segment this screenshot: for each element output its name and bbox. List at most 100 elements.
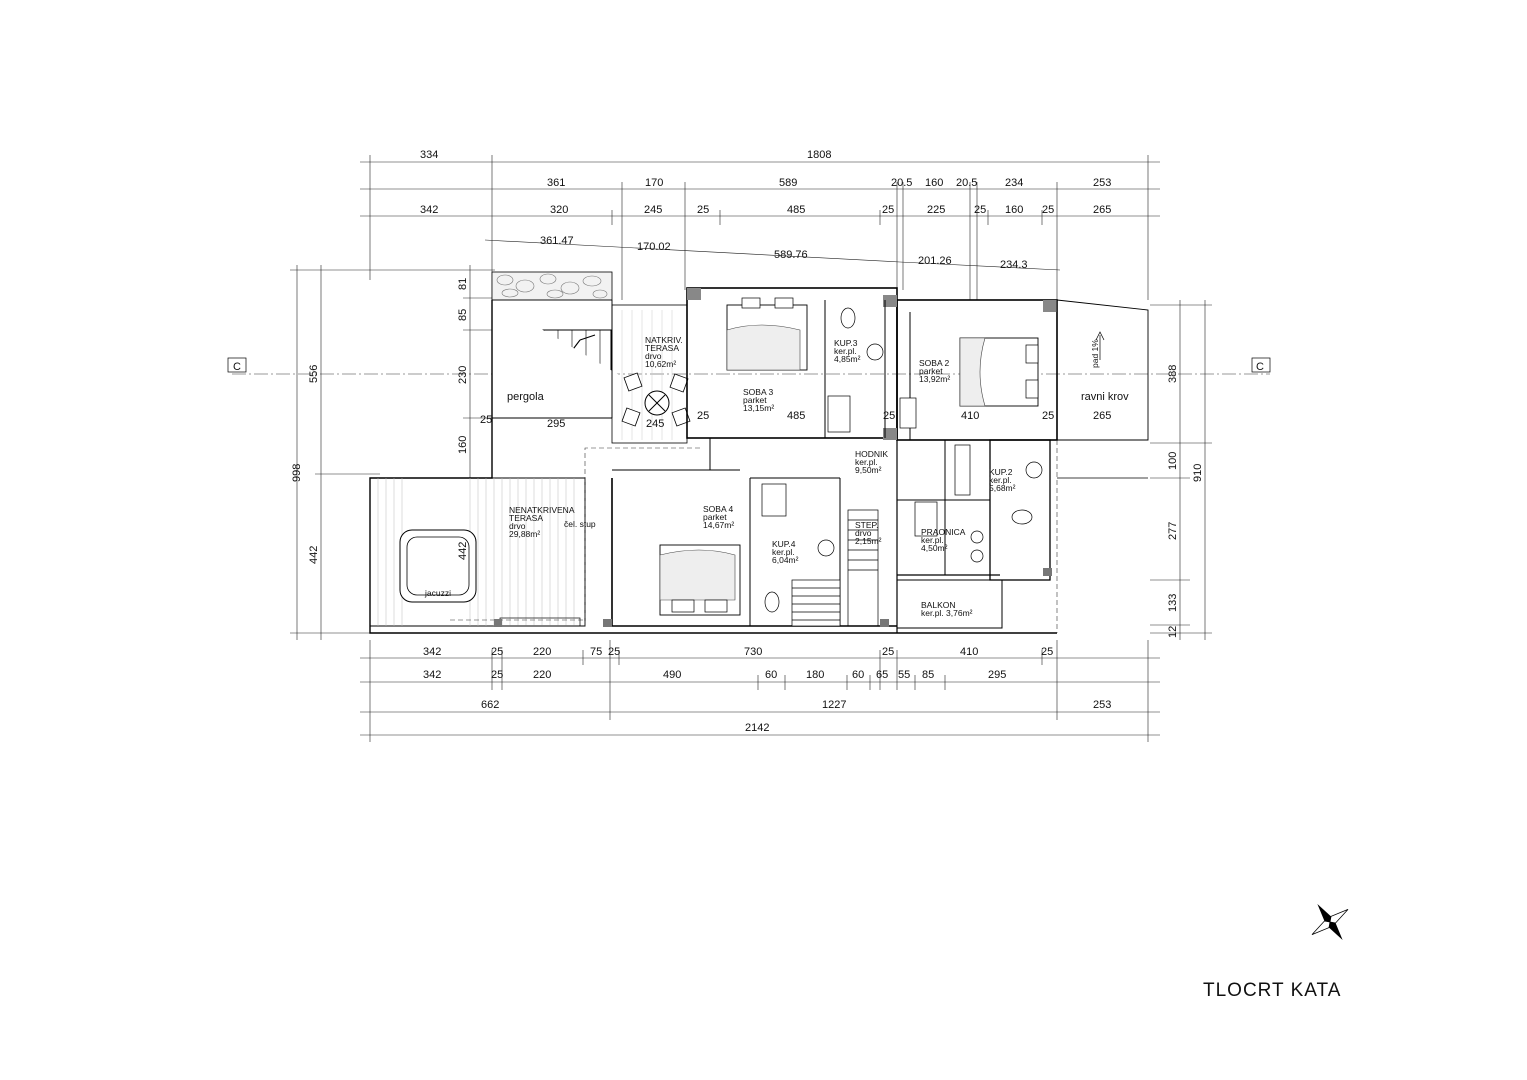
slope-arrow-icon: [1095, 331, 1105, 360]
dim-right-inner-2: 277: [1167, 522, 1179, 540]
room-nenatkrivena-name2: TERASA: [509, 513, 543, 523]
inner-dim-245: 245: [646, 418, 664, 430]
room-kup4: KUP.4 ker.pl. 6,04m²: [772, 539, 799, 565]
dim-top-r3-2: 245: [644, 204, 662, 216]
room-kup2-floor: ker.pl.: [989, 475, 1012, 485]
pad-label: pad 1%: [1090, 339, 1100, 368]
dim-right-outer-0: 910: [1192, 464, 1204, 482]
cel-stup-label: čel. stup: [564, 519, 596, 529]
room-kup3-area: 4,85m²: [834, 354, 861, 364]
room-nenatkrivena-area: 29,88m²: [509, 529, 540, 539]
section-marker-right-text: C: [1256, 361, 1264, 373]
dim-top-r4-2: 589.76: [774, 249, 808, 261]
north-arrow-icon: [1311, 903, 1349, 941]
room-balkon: BALKON ker.pl. 3,76m²: [921, 600, 973, 618]
top-dimensions: [360, 155, 1160, 300]
dim-bot-r3-1: 1227: [822, 699, 846, 711]
dim-top-r3-5: 25: [882, 204, 894, 216]
room-soba3-area: 13,15m²: [743, 403, 774, 413]
room-kup3-floor: ker.pl.: [834, 346, 857, 356]
dim-right-inner-0: 388: [1167, 365, 1179, 383]
dim-bot-r1-8: 25: [1041, 646, 1053, 658]
section-marker-right: [1251, 357, 1271, 373]
dim-top-r3-8: 160: [1005, 204, 1023, 216]
room-nenatkrivena: NENATKRIVENA TERASA drvo 29,88m²: [509, 505, 575, 539]
dim-top-r2-5: 20.5: [956, 177, 977, 189]
room-balkon-name: BALKON: [921, 600, 956, 610]
section-marker-left: [227, 357, 247, 373]
dim-top-r1-0: 334: [420, 149, 438, 161]
dim-right-inner-3: 133: [1167, 594, 1179, 612]
dim-bot-r2-5: 180: [806, 669, 824, 681]
room-step-area: 2,15m²: [855, 536, 882, 546]
dim-bot-r1-3: 75: [590, 646, 602, 658]
dim-top-r3-6: 225: [927, 204, 945, 216]
dim-bot-r4-0: 2142: [745, 722, 769, 734]
room-kup3: KUP.3 ker.pl. 4,85m²: [834, 338, 861, 364]
dim-left-mid-0: 556: [308, 365, 320, 383]
dim-top-r4-0: 361.47: [540, 235, 574, 247]
room-soba4: SOBA 4 parket 14,67m²: [703, 504, 734, 530]
dim-bot-r2-9: 85: [922, 669, 934, 681]
room-hodnik-area: 9,50m²: [855, 465, 882, 475]
room-soba2-floor: parket: [919, 366, 943, 376]
room-kup3-name: KUP.3: [834, 338, 858, 348]
dim-bot-r2-10: 295: [988, 669, 1006, 681]
dim-right-inner-1: 100: [1167, 452, 1179, 470]
room-natkriv-name2: TERASA: [645, 343, 679, 353]
dim-bot-r1-7: 410: [960, 646, 978, 658]
dim-bot-r2-8: 55: [898, 669, 910, 681]
room-soba3-floor: parket: [743, 395, 767, 405]
room-step-name: STEP.: [855, 520, 878, 530]
bed-icon-soba4: [659, 544, 741, 616]
dim-left-inner-1: 85: [457, 309, 469, 321]
dim-bot-r2-6: 60: [852, 669, 864, 681]
room-kup4-area: 6,04m²: [772, 555, 799, 565]
dim-right-inner-4: 12: [1167, 626, 1179, 638]
drawing-title: TLOCRT KATA: [1203, 980, 1342, 1001]
dim-top-r2-2: 589: [779, 177, 797, 189]
room-natkriv-floor: drvo: [645, 351, 662, 361]
room-soba3-name: SOBA 3: [743, 387, 774, 397]
room-natkriv: NATKRIV. TERASA drvo 10,62m²: [645, 335, 683, 369]
room-kup4-floor: ker.pl.: [772, 547, 795, 557]
dim-bot-r1-1: 25: [491, 646, 503, 658]
dim-top-r2-0: 361: [547, 177, 565, 189]
inner-dim-410: 410: [961, 410, 979, 422]
room-praonica-floor: ker.pl.: [921, 535, 944, 545]
dim-bot-r2-1: 25: [491, 669, 503, 681]
dim-top-r2-6: 234: [1005, 177, 1023, 189]
dim-top-r2-1: 170: [645, 177, 663, 189]
room-kup2-area: 5,68m²: [989, 483, 1016, 493]
room-praonica-name: PRAONICA: [921, 527, 966, 537]
room-soba4-floor: parket: [703, 512, 727, 522]
dim-bot-r1-6: 25: [882, 646, 894, 658]
inner-dim-25a: 25: [480, 414, 492, 426]
room-kup2-name: KUP.2: [989, 467, 1013, 477]
jacuzzi-label: jacuzzi: [424, 588, 451, 598]
dim-left-inner-2: 230: [457, 366, 469, 384]
inner-dim-485: 485: [787, 410, 805, 422]
room-soba2-area: 13,92m²: [919, 374, 950, 384]
dim-top-r3-3: 25: [697, 204, 709, 216]
bed-icon-soba2: [959, 337, 1039, 407]
dim-bot-r2-7: 65: [876, 669, 888, 681]
inner-dim-295: 295: [547, 418, 565, 430]
dim-top-r3-7: 25: [974, 204, 986, 216]
room-soba3: SOBA 3 parket 13,15m²: [743, 387, 774, 413]
dim-top-r2-4: 160: [925, 177, 943, 189]
dim-top-r4-1: 170.02: [637, 241, 671, 253]
dim-top-r3-9: 25: [1042, 204, 1054, 216]
dim-top-r2-3: 20.5: [891, 177, 912, 189]
room-natkriv-name: NATKRIV.: [645, 335, 683, 345]
room-nenatkrivena-floor: drvo: [509, 521, 526, 531]
section-marker-left-text: C: [233, 361, 241, 373]
dim-bot-r1-5: 730: [744, 646, 762, 658]
room-balkon-floor-area: ker.pl. 3,76m²: [921, 608, 973, 618]
inner-dim-25d: 25: [1042, 410, 1054, 422]
dim-bot-r3-2: 253: [1093, 699, 1111, 711]
bottom-dimensions: [360, 640, 1160, 742]
dim-top-r3-4: 485: [787, 204, 805, 216]
sink-icons: [761, 307, 1043, 613]
jacuzzi-icon: [399, 529, 477, 603]
